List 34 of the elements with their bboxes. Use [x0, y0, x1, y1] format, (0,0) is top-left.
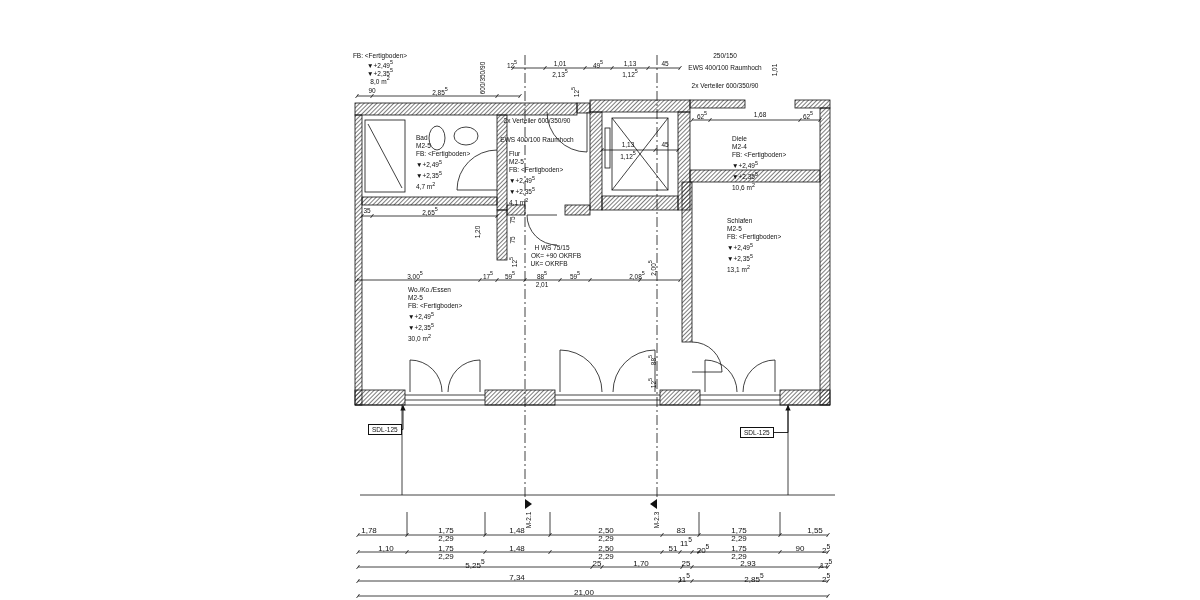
dimension-text: 2$^{5}$ [821, 543, 831, 555]
dimension-text: 25 [681, 560, 691, 568]
dimension-text: 17$^{5}$ [819, 558, 833, 570]
dimension-text: 11$^{5}$ [678, 572, 690, 584]
dimension-text: 2,29 [438, 553, 454, 561]
dimension-text: 1,10 [378, 545, 394, 553]
dimension-text: 2$^{5}$ [821, 572, 831, 584]
dimension-text: 7,34 [509, 574, 525, 582]
dimension-text: 2,93 [740, 560, 756, 568]
dimension-text: 1,75 [438, 545, 454, 553]
dimension-text: 2,29 [731, 553, 747, 561]
dimension-text: 25 [592, 560, 602, 568]
dimension-text: 1,78 [361, 527, 377, 535]
dimension-text: 2,29 [731, 535, 747, 543]
dimension-text: 1,75 [438, 527, 454, 535]
dimension-text: 2,29 [598, 535, 614, 543]
dimension-text: 2,29 [598, 553, 614, 561]
dimension-text: 1,48 [509, 545, 525, 553]
dimension-text: 2,50 [598, 545, 614, 553]
dimension-text: 11$^{5}$ [680, 536, 692, 548]
dimension-text: 2,29 [438, 535, 454, 543]
dimension-text: 5,25$^{5}$ [465, 558, 485, 570]
dimension-text: 1,75 [731, 527, 747, 535]
dimension-text: 21,00 [574, 589, 594, 597]
dimension-text: 1,70 [633, 560, 649, 568]
dimension-text: 2,50 [598, 527, 614, 535]
dimension-text: 20$^{5}$ [696, 543, 710, 555]
dimension-text: 83 [676, 527, 686, 535]
dimension-text: 1,75 [731, 545, 747, 553]
dimension-text: 90 [795, 545, 805, 553]
dimension-text: 1,48 [509, 527, 525, 535]
dimension-text: 2,85$^{5}$ [744, 572, 764, 584]
dimension-text: 1,55 [807, 527, 823, 535]
dimension-text: 51 [668, 545, 678, 553]
